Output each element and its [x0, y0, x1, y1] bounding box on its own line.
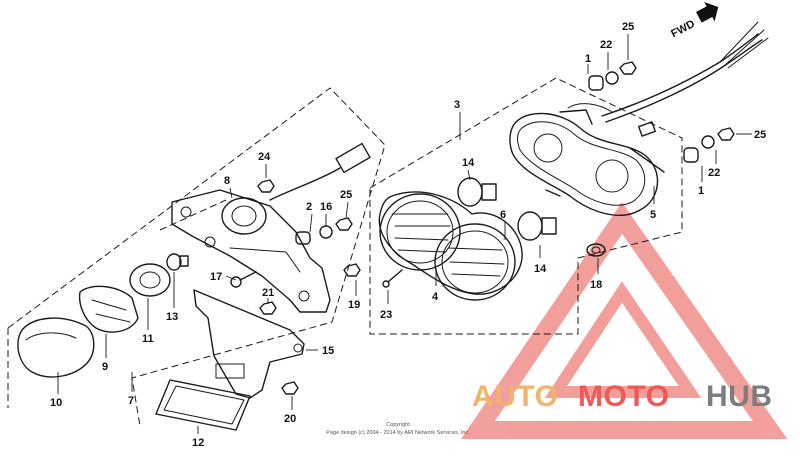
watermark-auto: AUTO — [472, 380, 558, 413]
callout-13: 13 — [166, 311, 178, 323]
gasket-ring-11 — [129, 263, 171, 297]
watermark-hub: HUB — [706, 380, 773, 413]
callout-8: 8 — [224, 175, 230, 187]
callout-25-left: 25 — [340, 189, 352, 201]
copyright-line-2: Page design (c) 2004 - 2014 by ARI Netwo… — [326, 430, 470, 436]
callout-16: 16 — [320, 201, 332, 213]
callout-24: 24 — [258, 151, 271, 163]
hardware-top — [588, 61, 637, 91]
license-light-cover — [17, 317, 95, 378]
callout-10: 10 — [50, 397, 62, 409]
screw-23 — [382, 269, 403, 288]
part-numbers: 3 14 6 4 14 23 5 18 1 22 25 25 1 22 8 24… — [50, 21, 766, 449]
callout-1-right: 1 — [698, 185, 704, 197]
tail-light-housing — [509, 103, 665, 216]
callout-20: 20 — [284, 413, 296, 425]
callout-17: 17 — [210, 271, 222, 283]
tail-light-lens — [379, 193, 516, 301]
watermark-logo — [461, 202, 788, 439]
callout-25-right: 25 — [754, 129, 766, 141]
nut-20 — [281, 381, 299, 395]
callout-4: 4 — [432, 291, 439, 303]
group-boundary-3 — [369, 77, 683, 335]
bulb-lower — [517, 211, 557, 241]
callout-14-lower: 14 — [534, 263, 547, 275]
wiring-harness — [601, 21, 769, 137]
fwd-arrow: FWD — [669, 1, 719, 40]
nut-24 — [257, 179, 275, 193]
watermark-moto: MOTO — [578, 380, 669, 413]
copyright-line-1: Copyright — [386, 422, 410, 428]
group-boundary-7 — [7, 87, 386, 427]
reflector — [155, 379, 251, 431]
leader-lines — [57, 34, 752, 434]
lens-gasket — [378, 191, 523, 295]
hardware-middle — [683, 127, 735, 163]
callout-9: 9 — [102, 361, 108, 373]
nut-21 — [259, 301, 277, 315]
watermark-text: AUTO MOTO HUB — [472, 380, 773, 413]
callout-11: 11 — [142, 333, 154, 345]
callout-1-top: 1 — [585, 53, 591, 65]
callout-7: 7 — [128, 395, 134, 407]
callout-3: 3 — [454, 99, 460, 111]
callout-5: 5 — [650, 209, 656, 221]
callout-18: 18 — [590, 279, 602, 291]
bulb-13 — [166, 253, 189, 271]
callout-21: 21 — [262, 287, 274, 299]
callout-19: 19 — [348, 299, 360, 311]
callout-14-upper: 14 — [462, 157, 475, 169]
reflector-bracket — [193, 289, 305, 399]
nut-19 — [343, 263, 361, 277]
callout-12: 12 — [192, 437, 204, 449]
fwd-label: FWD — [669, 18, 697, 40]
hardware-left — [295, 217, 353, 245]
bulb-upper — [457, 177, 497, 207]
grommet-18 — [586, 243, 606, 257]
license-light-bracket — [171, 142, 371, 313]
screw-17 — [230, 271, 257, 288]
callout-6: 6 — [500, 209, 506, 221]
callout-22-top: 22 — [600, 39, 612, 51]
callout-15: 15 — [322, 345, 334, 357]
callout-23: 23 — [380, 309, 392, 321]
callout-25-top: 25 — [622, 21, 634, 33]
callout-2: 2 — [306, 201, 312, 213]
license-light-lens — [78, 285, 139, 333]
callout-22-right: 22 — [708, 167, 720, 179]
